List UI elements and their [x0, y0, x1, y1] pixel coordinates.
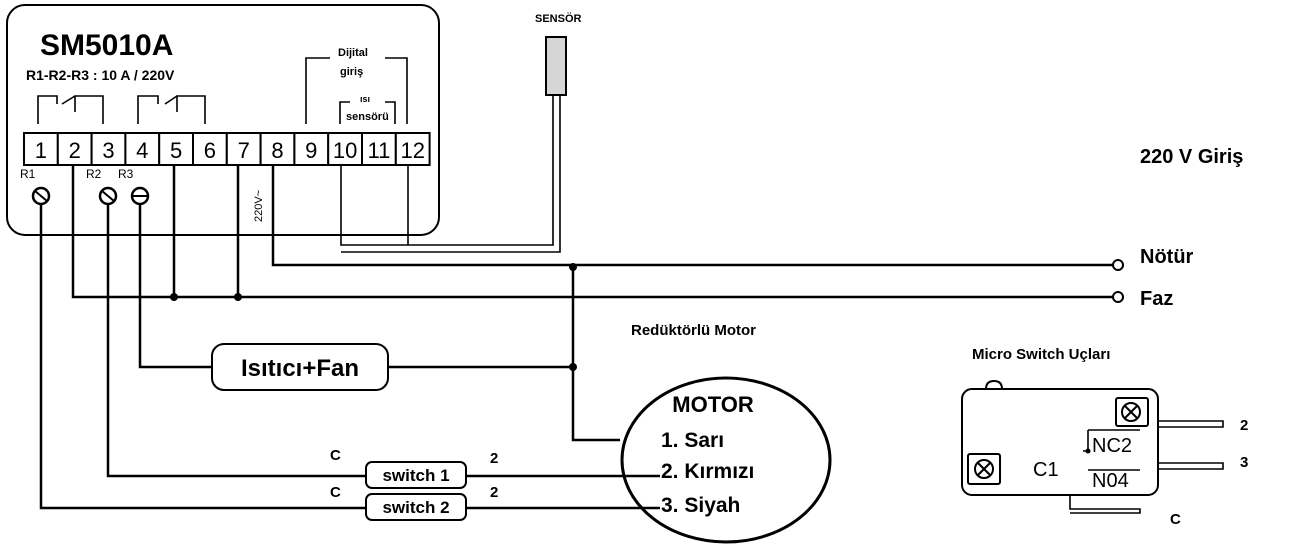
motor-wire-3: 3. Siyah [661, 494, 740, 517]
switch-2-2: 2 [490, 484, 498, 501]
terminal-cell [225, 132, 262, 166]
controller-body [6, 4, 440, 236]
micro-pin-c: C [1170, 511, 1181, 528]
switch-2-box [365, 493, 467, 521]
terminal-number: 9 [305, 138, 317, 163]
terminal-cell [56, 132, 93, 166]
sensor-label: SENSÖR [535, 12, 582, 25]
terminal-number: 7 [238, 138, 250, 163]
supply-label: 220V~ [253, 190, 265, 222]
screw-r1 [31, 186, 51, 206]
motor-wire-2: 2. Kırmızı [661, 460, 754, 483]
relay-label-r1: R1 [20, 167, 36, 181]
terminal-number: 11 [367, 138, 390, 163]
switch-1-box [365, 461, 467, 489]
neutral-terminal [1112, 259, 1124, 271]
heat-sensor-label-2: sensörü [346, 111, 389, 123]
relay-label-r3: R3 [118, 167, 134, 181]
screw-r3 [130, 186, 150, 206]
switch-1-label: switch 1 [382, 466, 449, 485]
heater-fan-label: Isıtıcı+Fan [241, 355, 359, 382]
micro-switch-nc: NC2 [1092, 435, 1132, 457]
terminal-number: 8 [271, 138, 283, 163]
motor-title: MOTOR [672, 392, 754, 417]
terminal-cell [293, 132, 330, 166]
terminal-number: 10 [333, 138, 357, 163]
micro-switch-title: Micro Switch Uçları [972, 346, 1110, 363]
power-input-label: 220 V Giriş [1140, 146, 1243, 168]
terminal-number: 1 [35, 138, 47, 163]
terminal-number: 12 [400, 138, 424, 163]
phase-terminal [1112, 291, 1124, 303]
switch-2-label: switch 2 [382, 498, 449, 517]
terminal-number: 6 [204, 138, 216, 163]
input-brackets [305, 57, 408, 124]
relay-label-r2: R2 [86, 167, 102, 181]
terminal-cell [158, 132, 194, 166]
micro-switch-drawing [961, 379, 1224, 514]
controller-model: SM5010A [40, 29, 173, 62]
micro-pin-3: 3 [1240, 454, 1248, 471]
terminal-number: 3 [102, 138, 114, 163]
terminal-cell [394, 132, 431, 166]
terminal-number: 4 [136, 138, 148, 163]
terminal-number: 5 [170, 138, 182, 163]
switch-1-2: 2 [490, 450, 498, 467]
terminal-cell [192, 132, 228, 166]
micro-switch-c: C1 [1033, 459, 1059, 481]
switch-1-c: C [330, 447, 341, 464]
micro-pin-2: 2 [1240, 417, 1248, 434]
digital-input-label-2: giriş [340, 66, 363, 78]
motor-wire-1: 1. Sarı [661, 429, 724, 452]
digital-input-label-1: Dijital [338, 47, 368, 59]
phase-label: Faz [1140, 288, 1173, 310]
neutral-label: Nötür [1140, 246, 1194, 268]
relay-contact-r2-r3 [137, 95, 206, 124]
heat-sensor-label-1: ısı [360, 94, 370, 104]
terminal-number: 2 [69, 138, 81, 163]
micro-switch-no: N04 [1092, 470, 1129, 492]
motor-circle [620, 376, 832, 544]
relay-contact-r1 [37, 95, 104, 124]
switch-2-c: C [330, 484, 341, 501]
terminal-cell [124, 132, 161, 166]
motor-caption: Redüktörlü Motor [631, 322, 756, 339]
sensor-probe [545, 36, 567, 96]
screw-r2 [98, 186, 118, 206]
controller-rating: R1-R2-R3 : 10 A / 220V [26, 67, 175, 83]
